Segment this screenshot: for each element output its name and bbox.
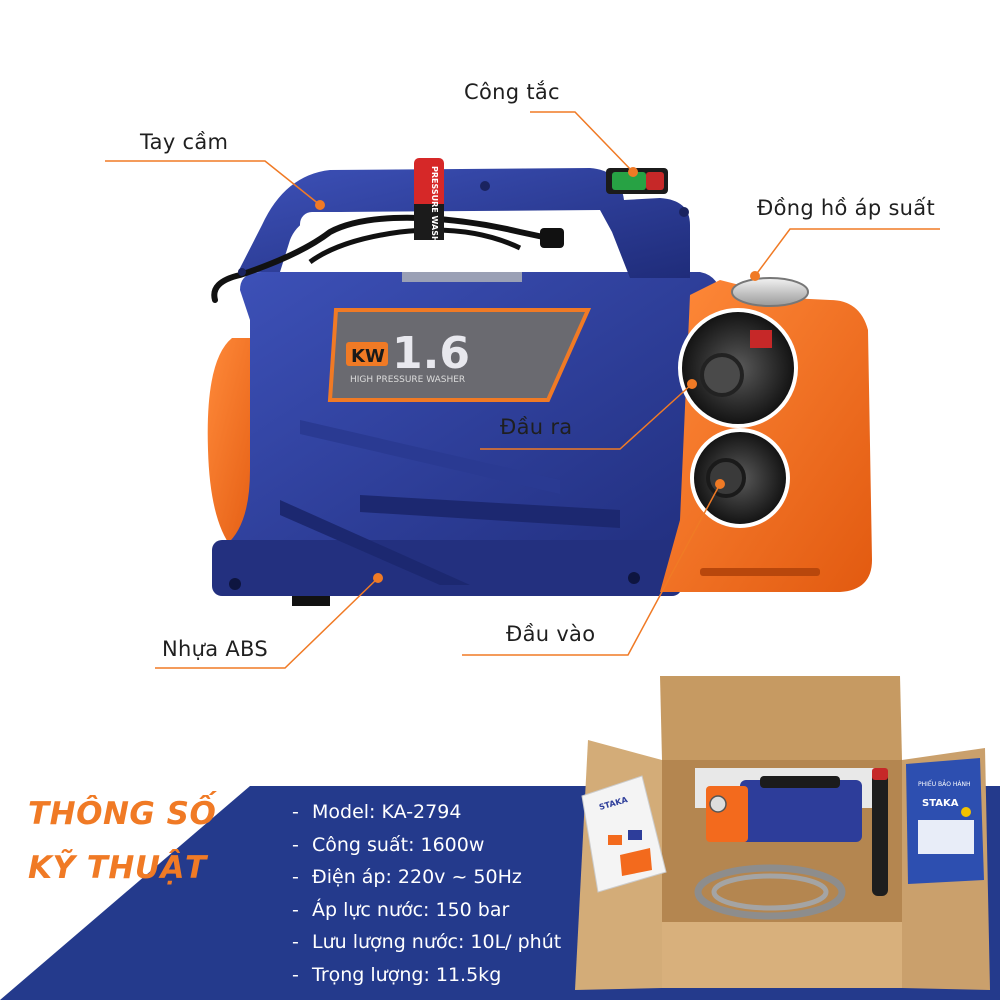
boxed-washer-front — [706, 786, 748, 842]
strap-text: PRESSURE WASHER — [430, 166, 439, 254]
base-hole-right — [628, 572, 640, 584]
screw-2 — [679, 207, 689, 217]
spec-text: Lưu lượng nước: 10L/ phút — [312, 931, 562, 953]
boxed-washer-handle — [760, 776, 840, 788]
spray-gun — [872, 770, 888, 896]
spec-item-flow: -Lưu lượng nước: 10L/ phút — [292, 931, 562, 953]
side-rib-3 — [280, 500, 470, 585]
box-front-wall — [662, 922, 902, 988]
spec-item-voltage: -Điện áp: 220v ~ 50Hz — [292, 866, 522, 888]
power-cord-loop — [308, 227, 522, 265]
box-back-flap — [660, 676, 902, 760]
handle-grip-hole — [300, 212, 600, 272]
gauge-callout-line — [754, 228, 940, 277]
handle-callout-line — [105, 160, 321, 206]
rubber-foot — [292, 596, 330, 606]
warranty-title: PHIẾU BẢO HÀNH — [918, 780, 970, 788]
user-manual: STAKA — [581, 775, 667, 893]
label-subtitle: HIGH PRESSURE WASHER — [350, 375, 465, 385]
handle-back-plate — [402, 272, 522, 282]
inlet-callout-line — [462, 483, 721, 656]
package-box: STAKA PHIẾU BẢO HÀNH STAKA — [575, 676, 990, 990]
base-hole-left — [229, 578, 241, 590]
callout-outlet: Đầu ra — [500, 415, 573, 439]
power-text: 1.6 — [392, 328, 470, 379]
callout-lines — [105, 111, 940, 669]
spec-item-model: -Model: KA-2794 — [292, 801, 462, 823]
spec-text: Công suất: 1600w — [312, 833, 485, 856]
velcro-strap: PRESSURE WASHER — [414, 158, 444, 254]
callout-inlet: Đầu vào — [506, 622, 596, 646]
hose-coil — [694, 864, 846, 920]
callout-abs: Nhựa ABS — [162, 637, 269, 661]
spray-gun-tip — [872, 768, 888, 780]
power-plug — [540, 228, 564, 248]
outlet-callout-line — [480, 383, 693, 450]
side-rib-1 — [360, 495, 620, 528]
warranty-card: PHIẾU BẢO HÀNH STAKA — [906, 758, 984, 884]
spec-list: -Model: KA-2794 -Công suất: 1600w -Điện … — [292, 796, 561, 991]
outlet-nozzle — [700, 353, 744, 397]
spec-title-line1: THÔNG SỐ — [28, 796, 217, 832]
screw-1 — [480, 181, 490, 191]
banner-white-wedge — [0, 786, 250, 1000]
callout-switch: Công tắc — [464, 80, 560, 104]
callout-gauge: Đồng hồ áp suất — [757, 196, 935, 220]
callout-handle: Tay cầm — [140, 130, 229, 154]
outlet-red-part — [750, 330, 772, 348]
boxed-washer-gauge — [709, 795, 727, 813]
boxed-washer-body — [740, 780, 862, 842]
base — [212, 540, 682, 596]
spec-text: Trọng lượng: 11.5kg — [312, 963, 502, 986]
abs-callout-line — [155, 577, 379, 669]
side-rib-2 — [300, 420, 560, 494]
power-switch[interactable] — [606, 168, 668, 194]
spec-text: Áp lực nước: 150 bar — [312, 898, 510, 921]
pump-bottom-slot — [700, 568, 820, 576]
kw-text: KW — [351, 346, 385, 367]
inlet-nozzle — [706, 458, 746, 498]
screw-3 — [238, 268, 246, 276]
spec-text: Model: KA-2794 — [312, 801, 462, 823]
spec-item-pressure: -Áp lực nước: 150 bar — [292, 898, 510, 921]
spec-title-line2: KỸ THUẬT — [28, 850, 207, 886]
product-label — [327, 308, 592, 402]
spec-item-weight: -Trọng lượng: 11.5kg — [292, 963, 502, 986]
handle — [238, 168, 690, 278]
kw-badge — [346, 342, 388, 366]
power-cord — [211, 214, 551, 303]
pressure-washer: PRESSURE WASHER KW 1.6 HIGH PRESSURE WAS… — [207, 158, 872, 606]
spec-text: Điện áp: 220v ~ 50Hz — [312, 866, 522, 888]
hose-coil-inner — [711, 873, 829, 911]
warranty-brand: STAKA — [922, 798, 959, 809]
pressure-gauge — [731, 277, 809, 307]
left-orange-bumper — [207, 338, 262, 548]
switch-callout-line — [530, 111, 634, 173]
spec-item-power: -Công suất: 1600w — [292, 833, 485, 856]
